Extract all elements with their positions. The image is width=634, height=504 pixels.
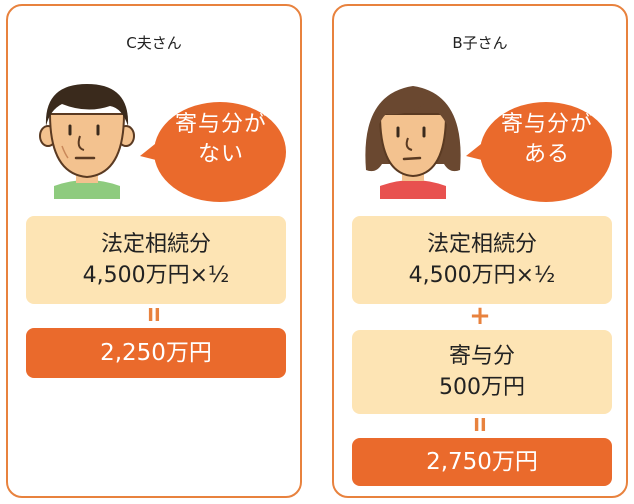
right-statutory-share-value: 4,500万円×½: [408, 263, 556, 288]
man-face-icon: [39, 84, 135, 199]
right-contribution-label: 寄与分: [448, 344, 515, 369]
right-plus-sign: +: [469, 301, 491, 331]
speech-bubble-icon: [466, 102, 612, 202]
right-bubble-line1: 寄与分が: [500, 112, 593, 137]
right-bubble-text: 寄与分が ある: [482, 110, 612, 170]
right-equals-sign: II: [473, 415, 487, 436]
left-statutory-share-box: 法定相続分 4,500万円×½: [26, 216, 286, 304]
left-result-box: 2,250万円: [26, 328, 286, 378]
right-statutory-share-label: 法定相続分: [426, 232, 537, 257]
left-bubble-line2: ない: [197, 142, 244, 167]
left-equals-sign: II: [147, 305, 161, 326]
speech-bubble-icon: [140, 102, 286, 202]
right-bubble-line2: ある: [523, 142, 570, 167]
right-panel-b-daughter: B子さん 寄与分が ある 法定相続分 4,500万円×½ + 寄与分 500万円: [332, 4, 628, 498]
right-statutory-share-box: 法定相続分 4,500万円×½: [352, 216, 612, 304]
right-contribution-box: 寄与分 500万円: [352, 330, 612, 414]
left-panel-title: C夫さん: [126, 34, 182, 52]
left-bubble-text: 寄与分が ない: [156, 110, 286, 170]
left-panel-c-husband: C夫さん 寄与分が ない 法定相続分 4,500万円×½ II 2,250万円: [6, 4, 302, 498]
right-panel-title: B子さん: [452, 34, 508, 52]
right-result-box: 2,750万円: [352, 438, 612, 486]
woman-face-icon: [365, 86, 461, 199]
left-bubble-line1: 寄与分が: [174, 112, 267, 137]
left-statutory-share-label: 法定相続分: [100, 232, 211, 257]
right-contribution-value: 500万円: [439, 375, 525, 400]
left-statutory-share-value: 4,500万円×½: [82, 263, 230, 288]
